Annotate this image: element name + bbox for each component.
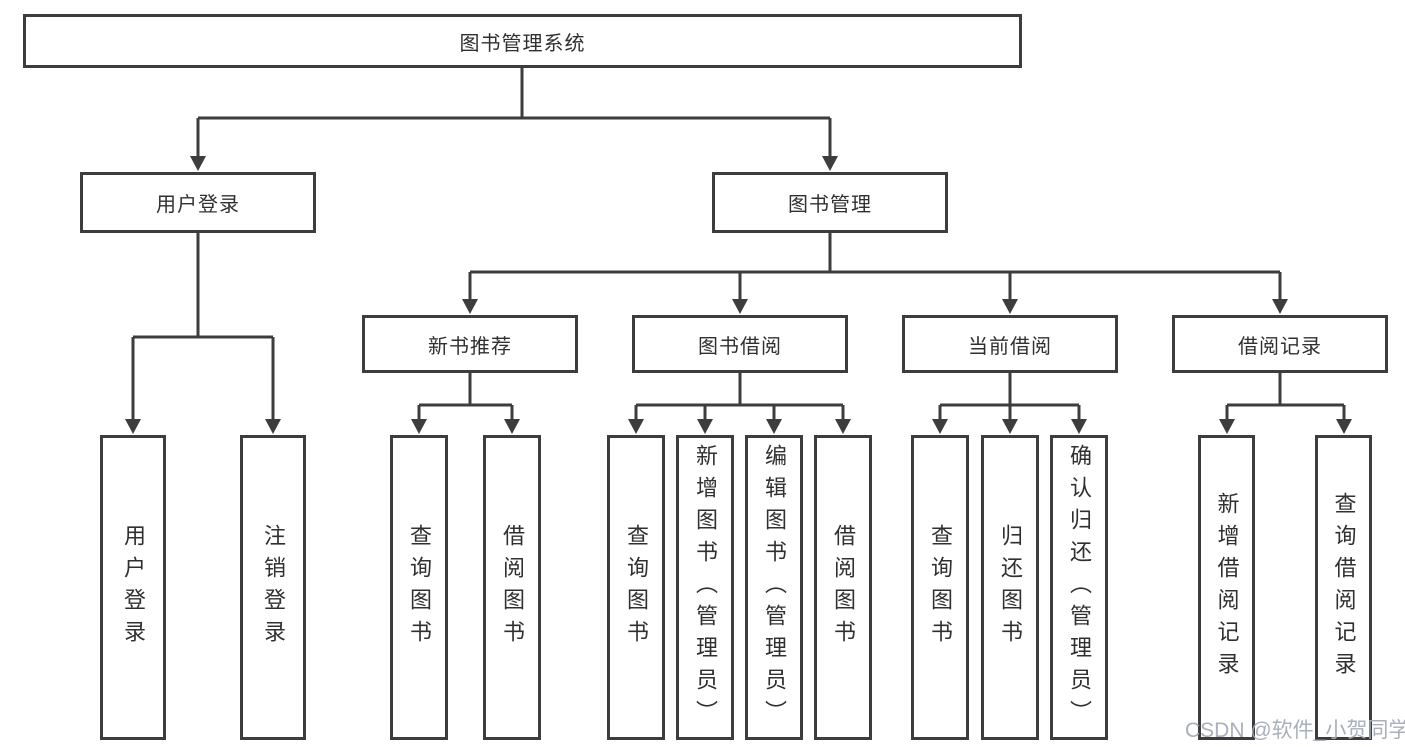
leaf-query-borrow-record: 查询借阅记录 [1315, 435, 1372, 740]
leaf-confirm-return-admin: 确认归还（管理员） [1050, 435, 1108, 740]
node-borrow-records: 借阅记录 [1172, 315, 1388, 373]
leaf-edit-book-admin: 编辑图书（管理员） [745, 435, 803, 740]
node-user-login: 用户登录 [80, 172, 316, 233]
leaf-user-login: 用户登录 [100, 435, 166, 740]
node-current-borrow: 当前借阅 [902, 315, 1118, 373]
leaf-query-books-recommend: 查询图书 [390, 435, 448, 740]
leaf-borrow-books-recommend: 借阅图书 [483, 435, 541, 740]
leaf-borrow-books: 借阅图书 [814, 435, 872, 740]
leaf-logout: 注销登录 [240, 435, 306, 740]
leaf-return-book: 归还图书 [981, 435, 1039, 740]
leaf-add-borrow-record: 新增借阅记录 [1198, 435, 1255, 740]
node-book-borrow: 图书借阅 [632, 315, 848, 373]
node-book-management: 图书管理 [712, 172, 948, 233]
leaf-query-books-current: 查询图书 [911, 435, 969, 740]
leaf-query-books-borrow: 查询图书 [607, 435, 665, 740]
leaf-add-book-admin: 新增图书（管理员） [676, 435, 734, 740]
csdn-watermark: CSDN @软件_小贺同学 [1185, 719, 1405, 742]
node-new-book-recommend: 新书推荐 [362, 315, 578, 373]
node-root: 图书管理系统 [23, 14, 1022, 68]
